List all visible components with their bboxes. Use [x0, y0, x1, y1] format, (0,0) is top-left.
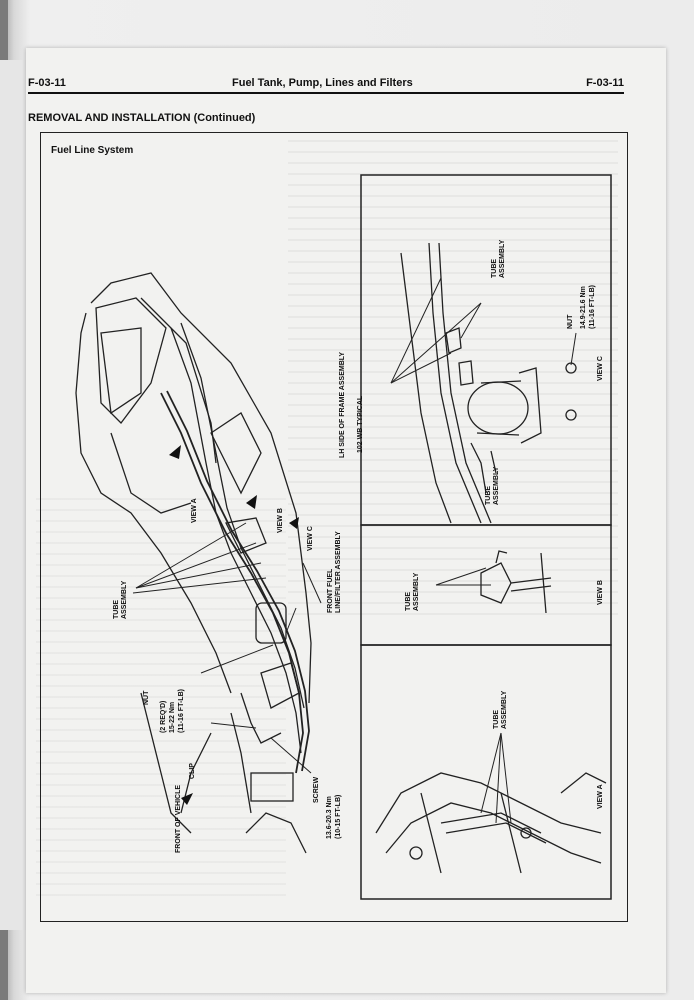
label-nut-torque-ft: (11-16 FT-LB): [178, 689, 185, 733]
label-tube-assembly-view-a-text: TUBE ASSEMBLY: [493, 690, 508, 729]
page-number-left: F-03-11: [28, 77, 66, 89]
header-title: Fuel Tank, Pump, Lines and Filters: [232, 77, 413, 89]
label-clip: CLIP: [189, 763, 196, 779]
label-view-b: VIEW B: [277, 508, 284, 533]
label-front-fuel-line: FRONT FUEL LINE/FILTER ASSEMBLY: [327, 531, 343, 613]
section-title-continued: (Continued): [193, 112, 256, 124]
label-view-c-inset: VIEW C: [597, 356, 604, 381]
label-nut-torque-nm: 15-22 Nm: [169, 701, 176, 733]
adjacent-page-edge: [0, 60, 29, 930]
figure-title: Fuel Line System: [51, 145, 134, 156]
bleed-through-text-left: [36, 498, 286, 898]
page-number-right: F-03-11: [586, 77, 624, 89]
label-screw-torque-ft: (10-15 FT-LB): [335, 794, 342, 839]
label-view-c-torque-ft: (11-16 FT-LB): [589, 285, 596, 329]
label-screw-spec: 13.6-20.3 Nm (10-15 FT-LB): [325, 795, 343, 839]
label-lh-side: LH SIDE OF FRAME ASSEMBLY: [339, 351, 346, 458]
label-tube-assembly-view-c: TUBE ASSEMBLY: [491, 238, 507, 278]
label-view-b-inset: VIEW B: [597, 580, 604, 605]
label-wb-typical: 102 WB TYPICAL: [357, 395, 364, 453]
label-nut-view-c: NUT: [567, 314, 574, 329]
label-view-a-inset: VIEW A: [597, 784, 604, 809]
label-front-fuel-line-text: FRONT FUEL LINE/FILTER ASSEMBLY: [327, 531, 342, 613]
label-tube-assembly-view-c-lower: TUBE ASSEMBLY: [485, 465, 501, 505]
page-header: F-03-11 Fuel Tank, Pump, Lines and Filte…: [28, 76, 624, 94]
label-tube-assembly-view-c-text: TUBE ASSEMBLY: [491, 239, 506, 278]
manual-page: F-03-11 Fuel Tank, Pump, Lines and Filte…: [26, 48, 666, 993]
label-tube-assembly-view-b: TUBE ASSEMBLY: [405, 571, 421, 611]
section-title-main: REMOVAL AND INSTALLATION: [28, 112, 191, 124]
label-view-c: VIEW C: [307, 526, 314, 551]
label-screw: SCREW: [313, 776, 320, 803]
figure-frame: Fuel Line System: [40, 132, 628, 922]
label-tube-assembly-main-text: TUBE ASSEMBLY: [113, 580, 128, 619]
label-view-c-torque: 14.9-21.6 Nm (11-16 FT-LB): [579, 285, 597, 329]
fuel-line-diagram: [75, 174, 612, 900]
label-tube-assembly-view-b-text: TUBE ASSEMBLY: [405, 572, 420, 611]
label-nut: NUT: [143, 690, 150, 705]
label-tube-assembly-main: TUBE ASSEMBLY: [113, 569, 129, 619]
label-nut-req: (2 REQ'D): [160, 700, 167, 733]
label-view-c-torque-nm: 14.9-21.6 Nm: [580, 286, 587, 329]
section-title: REMOVAL AND INSTALLATION (Continued): [28, 112, 255, 124]
label-tube-assembly-view-a: TUBE ASSEMBLY: [493, 689, 509, 729]
label-tube-assembly-view-c-lower-text: TUBE ASSEMBLY: [485, 466, 500, 505]
label-nut-spec: (2 REQ'D) 15-22 Nm (11-16 FT-LB): [159, 689, 186, 733]
label-front-of-vehicle: FRONT OF VEHICLE: [175, 784, 182, 853]
bleed-through-text: [288, 140, 618, 620]
label-view-a: VIEW A: [191, 498, 198, 523]
label-screw-torque-nm: 13.6-20.3 Nm: [326, 796, 333, 839]
